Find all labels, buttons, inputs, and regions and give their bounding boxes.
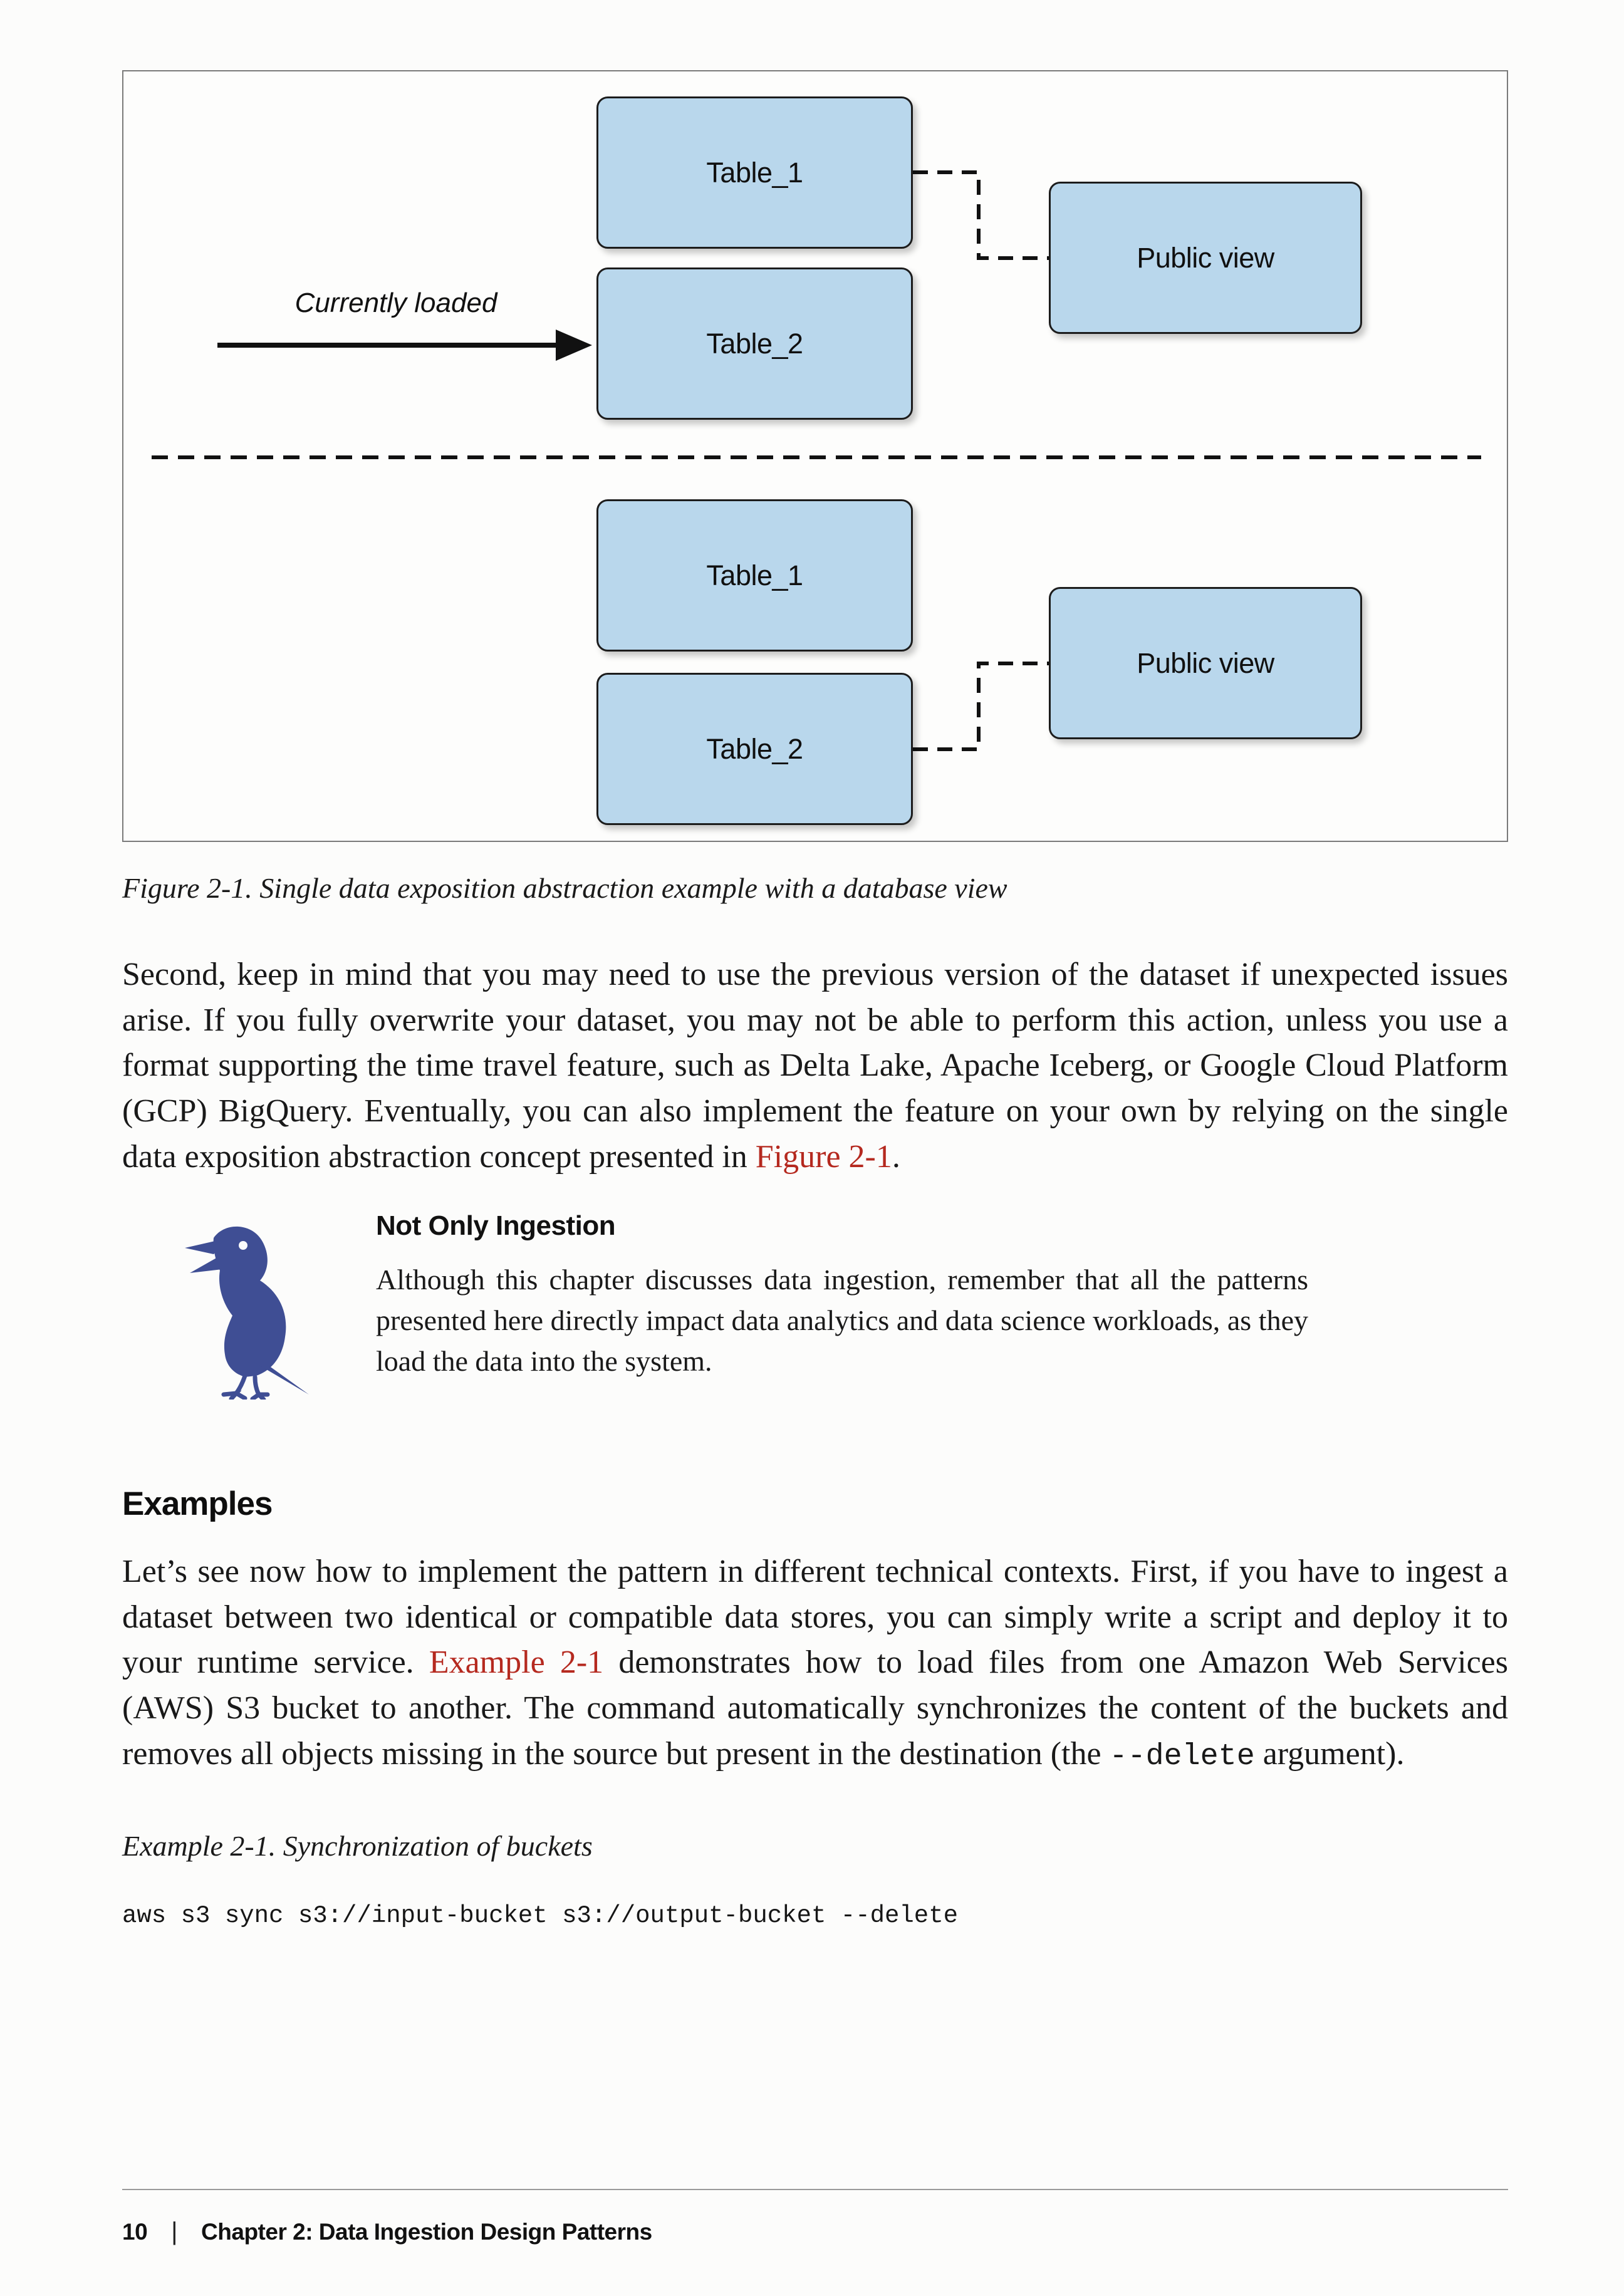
inline-code-delete: --delete xyxy=(1109,1738,1255,1774)
note-body: Although this chapter discusses data ing… xyxy=(376,1263,1308,1378)
example-2-1-link[interactable]: Example 2-1 xyxy=(429,1644,604,1681)
page-number: 10 xyxy=(122,2218,148,2245)
figure-2-1-link[interactable]: Figure 2-1 xyxy=(755,1138,892,1175)
paragraph-2: Let’s see now how to implement the patte… xyxy=(122,1549,1508,1778)
paragraph-1-text: Second, keep in mind that you may need t… xyxy=(122,956,1508,1175)
paragraph-1: Second, keep in mind that you may need t… xyxy=(122,952,1508,1180)
connector-top xyxy=(913,170,1049,260)
code-block: aws s3 sync s3://input-bucket s3://outpu… xyxy=(122,1901,959,1930)
note-title: Not Only Ingestion xyxy=(376,1210,616,1241)
figure-caption: Figure 2-1. Single data exposition abstr… xyxy=(122,872,1007,904)
example-caption: Example 2-1. Synchronization of buckets xyxy=(122,1829,593,1862)
page-content: Currently loaded Table_1 Table_2 Public … xyxy=(122,70,1508,1933)
paragraph-1-tail: . xyxy=(892,1138,900,1175)
note-callout: Not Only Ingestion Although this chapter… xyxy=(122,1210,1508,1411)
examples-heading: Examples xyxy=(122,1485,273,1522)
connector-bottom xyxy=(913,662,1049,751)
public-view-box-top: Public view xyxy=(1049,182,1362,334)
arrow-label: Currently loaded xyxy=(294,288,497,318)
crow-icon xyxy=(185,1212,323,1402)
public-view-box-bottom: Public view xyxy=(1049,587,1362,739)
figure-2-1-diagram: Currently loaded Table_1 Table_2 Public … xyxy=(122,70,1508,842)
footer-separator: | xyxy=(171,2218,178,2245)
table1-box-bottom: Table_1 xyxy=(596,499,913,652)
page-footer: 10 | Chapter 2: Data Ingestion Design Pa… xyxy=(122,2189,1508,2246)
paragraph-2-middle: demonstrates how to load files from one … xyxy=(122,1644,1508,1772)
paragraph-2-text: Let’s see now how to implement the patte… xyxy=(122,1553,1508,1681)
table2-box-bottom: Table_2 xyxy=(596,673,913,825)
table2-box-top: Table_2 xyxy=(596,268,913,420)
note-content: Not Only Ingestion Although this chapter… xyxy=(376,1210,1508,1382)
arrowhead-icon xyxy=(556,330,592,361)
footer-chapter: Chapter 2: Data Ingestion Design Pattern… xyxy=(201,2218,652,2245)
table1-box-top: Table_1 xyxy=(596,96,913,249)
paragraph-2-tail: argument). xyxy=(1254,1735,1405,1772)
